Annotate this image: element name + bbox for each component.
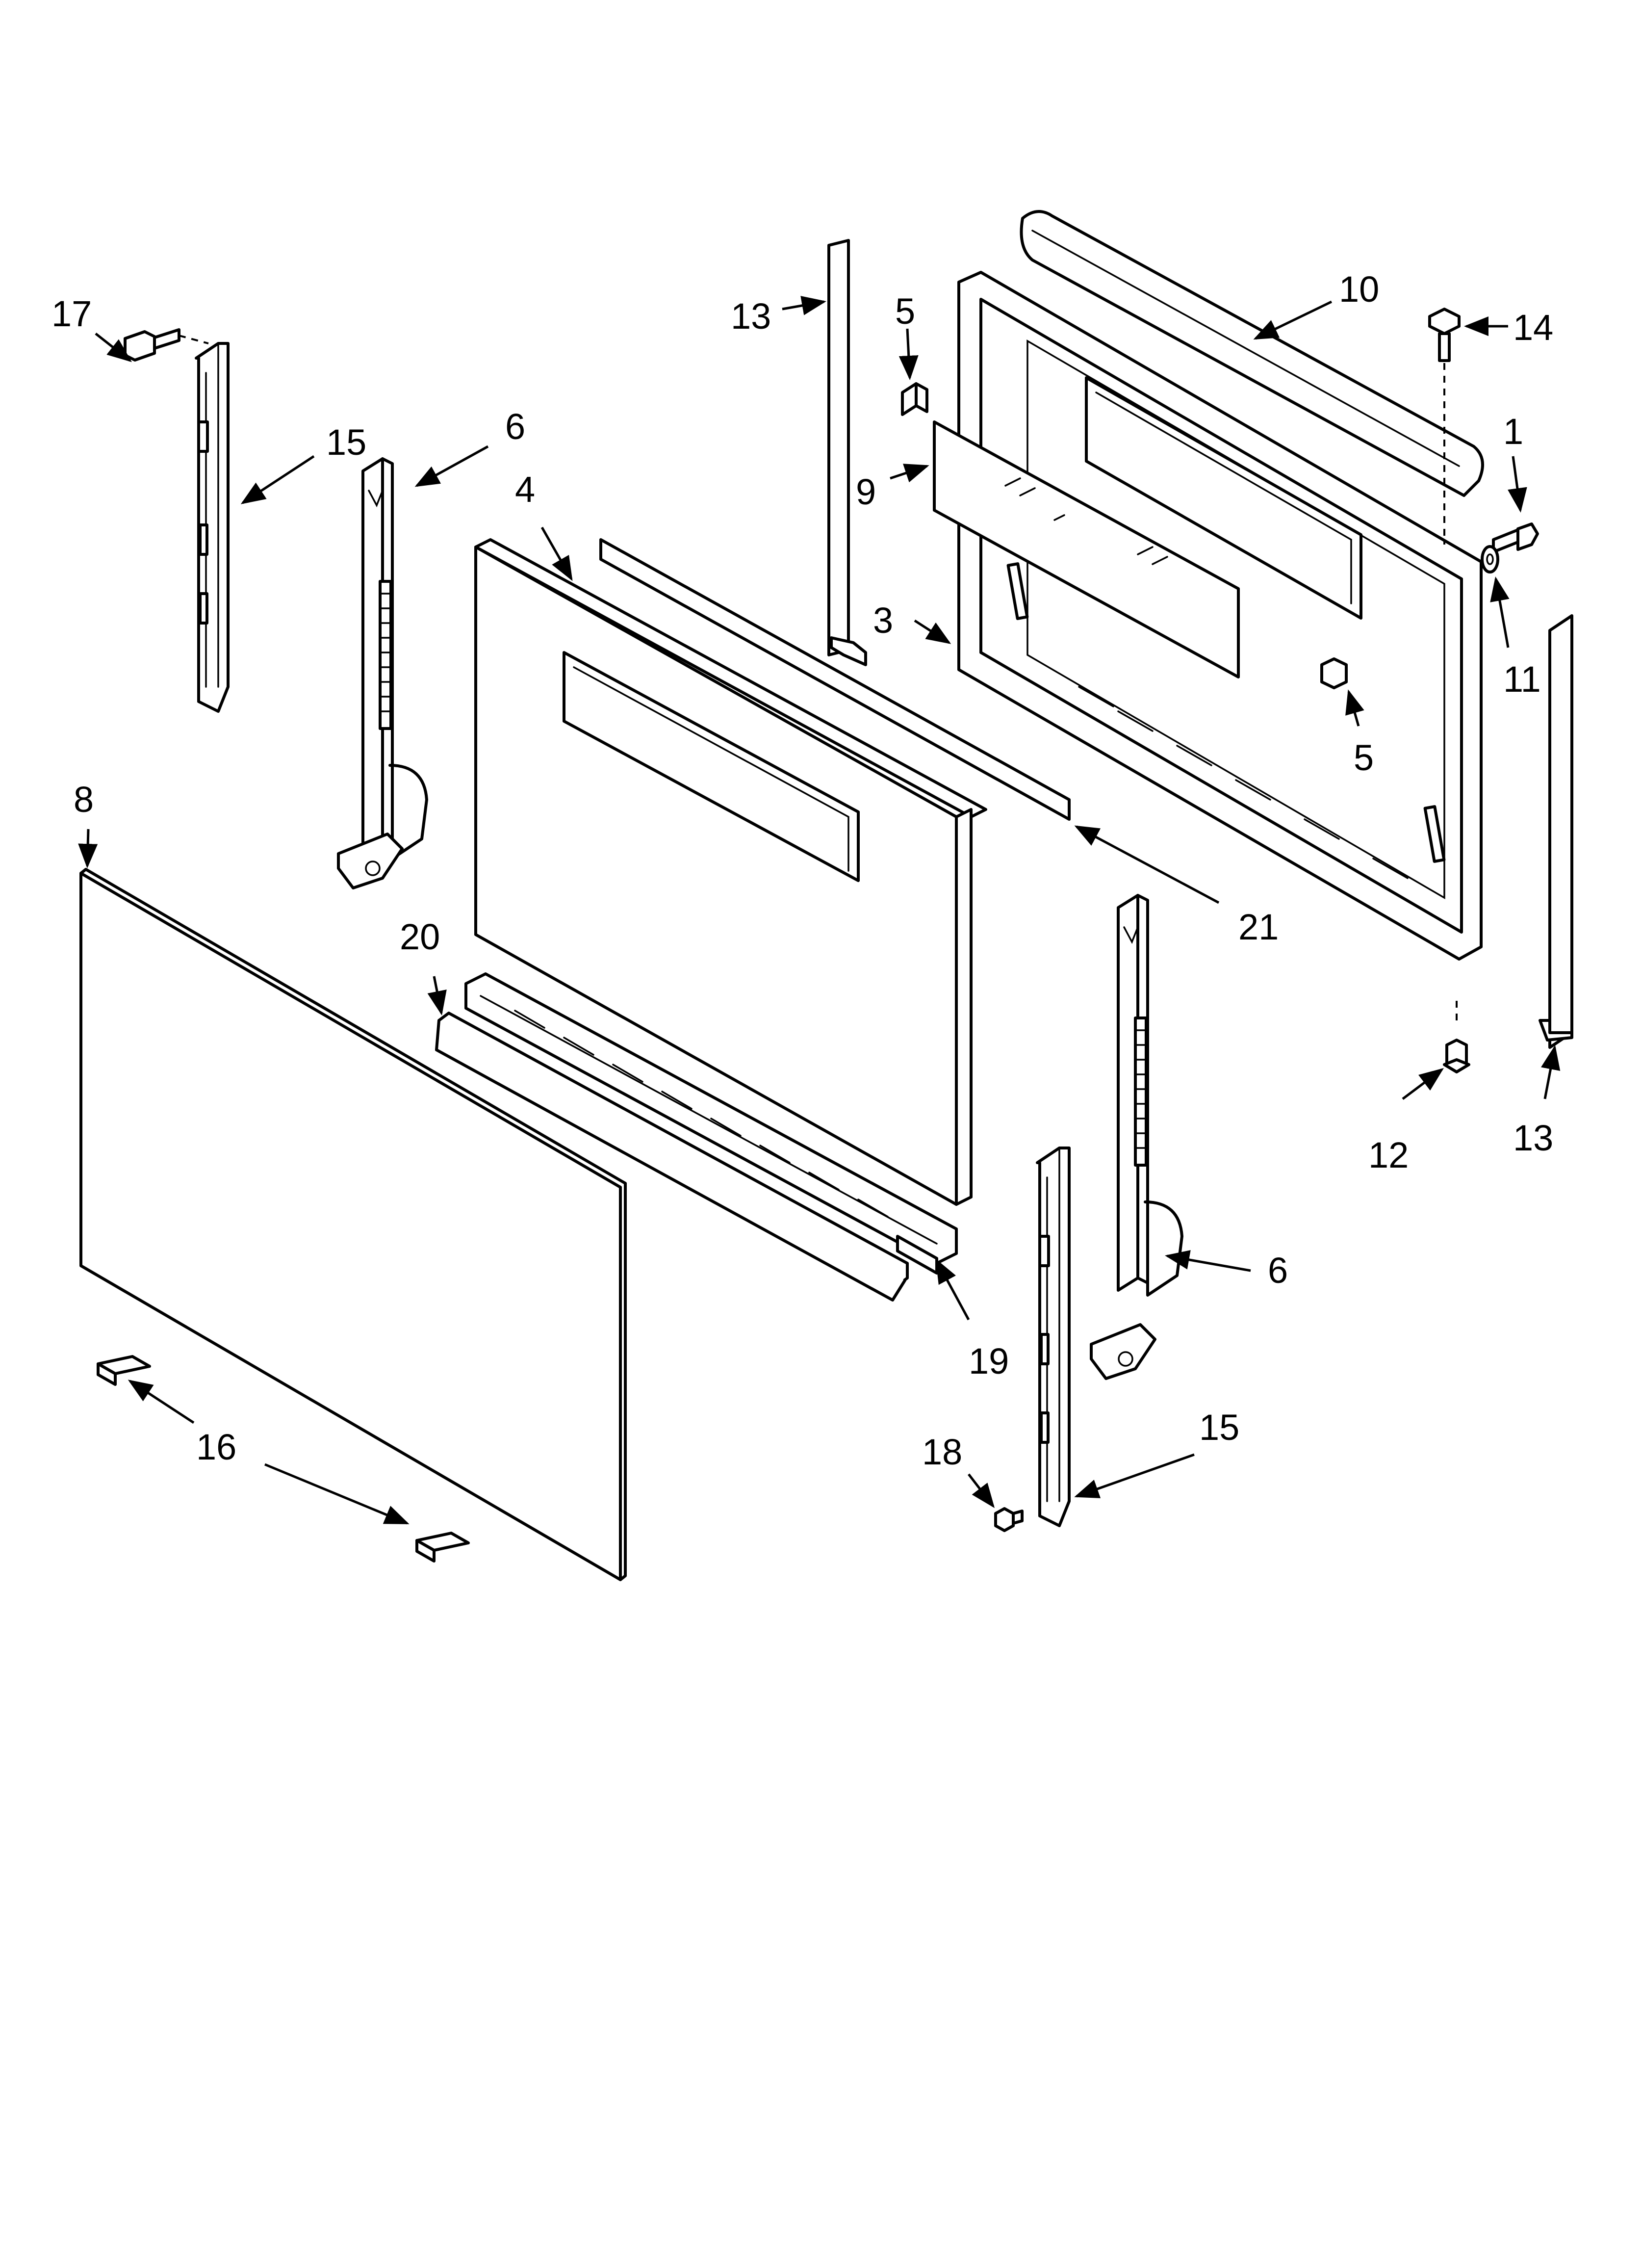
callout-5-upper: 5 [895,291,915,332]
callout-20: 20 [400,916,440,957]
callout-10: 10 [1339,269,1379,310]
callout-21: 21 [1238,907,1279,947]
callout-5-lower: 5 [1354,737,1374,778]
callout-17: 17 [51,293,92,334]
callout-4: 4 [515,469,535,510]
hinge-part-6-left [337,457,428,889]
screw-part-14 [1428,308,1461,545]
callout-19: 19 [969,1341,1009,1382]
callout-15-upper: 15 [326,422,366,463]
gasket-strip-part-21 [599,538,1071,821]
screw-part-17 [124,328,209,362]
bottom-channel-part-19 [464,972,958,1275]
callout-8: 8 [74,779,94,820]
door-handle-part-10 [1020,210,1484,497]
callout-16: 16 [196,1427,236,1467]
screw-part-1 [1492,522,1539,553]
callout-14: 14 [1513,307,1553,348]
leader-arrows [78,296,1561,1525]
bumper-part-18 [994,1507,1024,1532]
side-trim-part-13-upper [827,239,867,666]
screw-part-12 [1443,1001,1470,1073]
outer-glass-panel-part-8 [79,868,627,1581]
glass-part-9 [933,420,1240,678]
callout-13-lower: 13 [1513,1118,1553,1158]
callout-12: 12 [1368,1135,1409,1175]
callout-9: 9 [856,471,876,512]
callout-6-upper: 6 [505,406,525,447]
hinge-receiver-part-15-right [1036,1147,1071,1527]
hinge-part-6-right [1090,894,1183,1380]
vent-trim-part-20 [435,1012,909,1302]
callout-18: 18 [922,1432,962,1472]
callout-15-lower: 15 [1199,1407,1239,1448]
clip-part-5-upper [901,382,928,416]
callout-labels: 17 15 6 4 13 5 10 14 1 9 3 11 5 8 21 20 … [51,269,1553,1472]
callout-6-lower: 6 [1268,1250,1288,1291]
clip-part-16-upper [97,1355,151,1386]
callout-3: 3 [873,600,893,641]
side-trim-part-13-right [1539,614,1573,1049]
hinge-receiver-part-15-left [195,342,230,713]
callout-11: 11 [1503,659,1541,700]
callout-13-upper: 13 [731,296,771,337]
clip-part-16-lower [415,1532,470,1563]
clip-part-5-lower [1320,657,1348,689]
insulation-panel-part-4 [474,538,987,1206]
washer-part-11 [1481,545,1499,574]
callout-1: 1 [1503,411,1523,452]
